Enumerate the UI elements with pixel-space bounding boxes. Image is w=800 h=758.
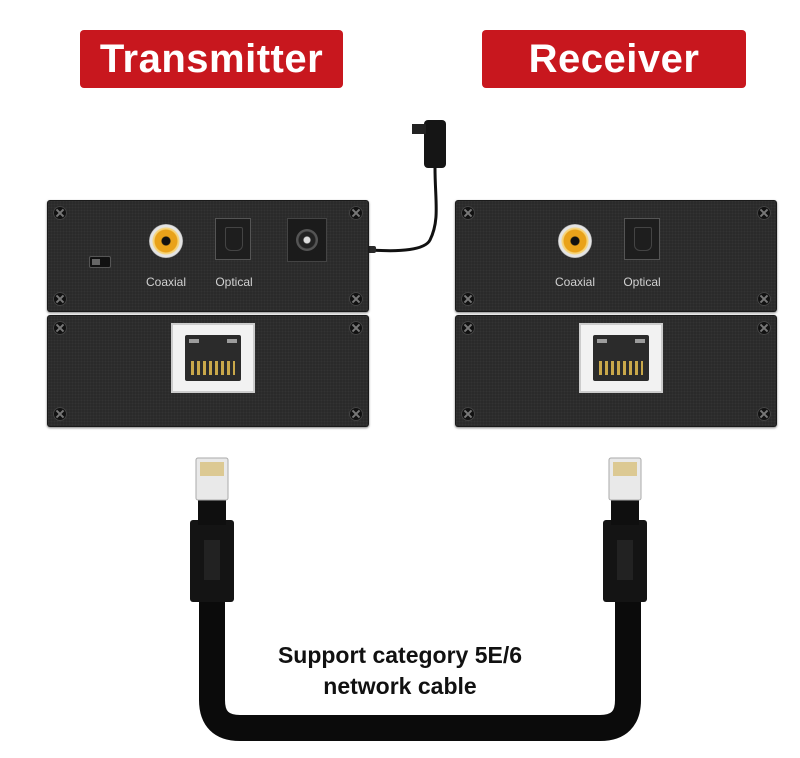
screw-icon <box>757 292 771 306</box>
screw-icon <box>461 292 475 306</box>
screw-icon <box>349 206 363 220</box>
coaxial-port-icon <box>558 224 592 258</box>
screw-icon <box>461 206 475 220</box>
optical-label: Optical <box>215 275 253 289</box>
receiver-top-panel: Coaxial Optical <box>455 200 777 312</box>
coaxial-label: Coaxial <box>554 275 596 289</box>
screw-icon <box>53 292 67 306</box>
transmitter-badge: Transmitter <box>80 30 343 88</box>
transmitter-bottom-panel <box>47 315 369 427</box>
screw-icon <box>349 407 363 421</box>
rj45-port-icon <box>579 323 663 393</box>
receiver-label: Receiver <box>528 36 700 81</box>
dc-power-jack-icon <box>287 218 327 262</box>
receiver-bottom-panel <box>455 315 777 427</box>
screw-icon <box>349 321 363 335</box>
transmitter-label: Transmitter <box>99 36 324 81</box>
caption-line-1: Support category 5E/6 <box>277 642 523 668</box>
network-cable-icon <box>190 457 647 741</box>
transmitter-top-panel: Coaxial Optical <box>47 200 369 312</box>
receiver-badge: Receiver <box>482 30 746 88</box>
screw-icon <box>53 321 67 335</box>
caption-line-2: network cable <box>323 673 477 699</box>
screw-icon <box>53 407 67 421</box>
optical-label: Optical <box>623 275 661 289</box>
screw-icon <box>757 321 771 335</box>
toggle-switch-icon <box>89 256 111 268</box>
coaxial-label: Coaxial <box>145 275 187 289</box>
rj45-port-icon <box>171 323 255 393</box>
cable-caption: Support category 5E/6 network cable <box>230 640 570 702</box>
screw-icon <box>349 292 363 306</box>
screw-icon <box>461 407 475 421</box>
screw-icon <box>757 206 771 220</box>
screw-icon <box>461 321 475 335</box>
power-adapter-icon <box>362 120 446 253</box>
screw-icon <box>53 206 67 220</box>
screw-icon <box>757 407 771 421</box>
coaxial-port-icon <box>149 224 183 258</box>
optical-port-icon <box>624 218 660 260</box>
optical-port-icon <box>215 218 251 260</box>
